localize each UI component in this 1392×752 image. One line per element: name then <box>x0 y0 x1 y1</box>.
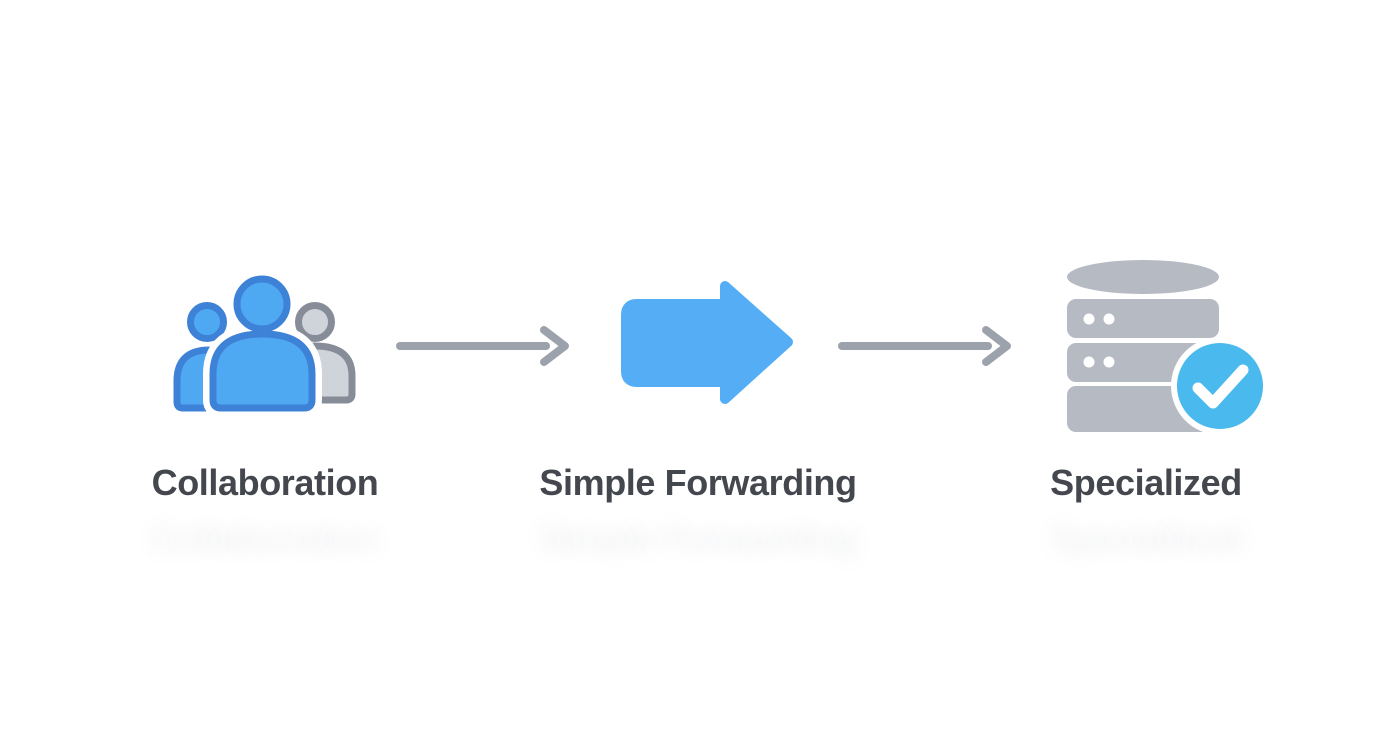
people-group-icon <box>173 269 356 418</box>
check-badge <box>1177 343 1263 429</box>
stage-label-collaboration: Collaboration <box>151 462 379 503</box>
forward-arrow-icon <box>621 281 793 404</box>
stage-label-simple-forwarding: Simple Forwarding <box>539 462 857 503</box>
right-arrow-connector <box>396 326 569 366</box>
stage-label-specialized: Specialized <box>1050 462 1242 503</box>
indicator-dot <box>1083 313 1095 325</box>
checkmark-icon <box>1192 364 1249 409</box>
indicator-dot <box>1103 313 1115 325</box>
indicator-dot <box>1083 356 1095 368</box>
indicator-dot <box>1103 356 1115 368</box>
right-arrow-connector <box>838 326 1011 366</box>
